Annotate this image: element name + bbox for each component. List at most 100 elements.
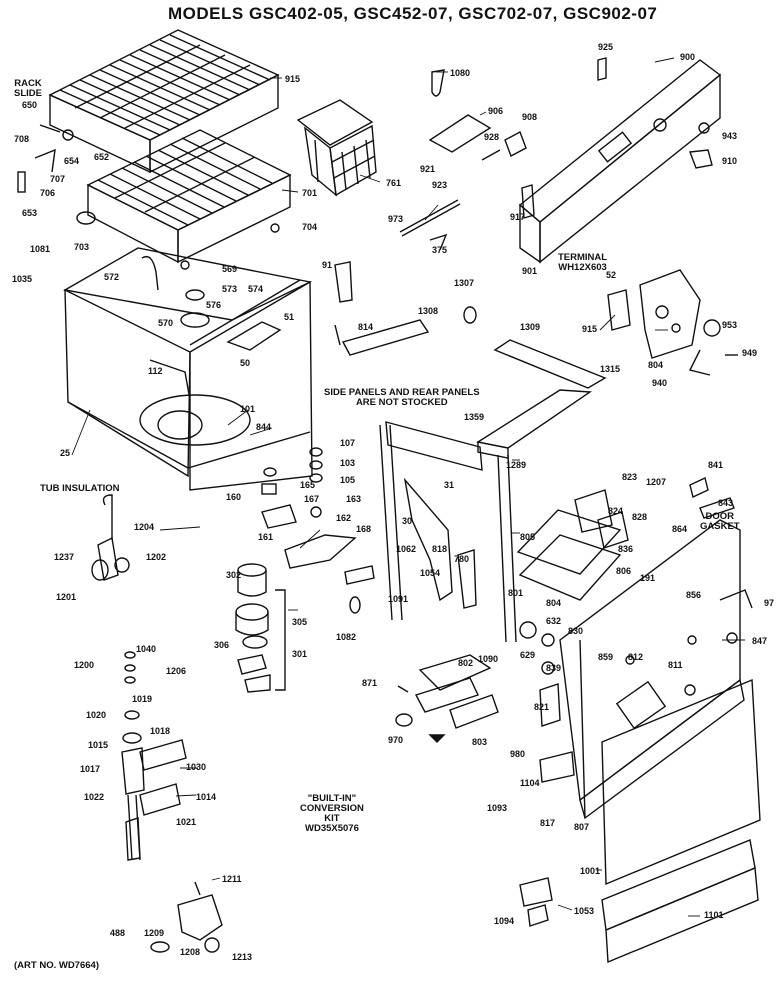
part-label-970: 970 xyxy=(388,735,403,745)
part-label-1054: 1054 xyxy=(420,568,440,578)
part-label-1315: 1315 xyxy=(600,364,620,374)
part-label-943: 943 xyxy=(722,131,737,141)
part-label-101: 101 xyxy=(240,404,255,414)
part-label-807: 807 xyxy=(574,822,589,832)
part-label-1081: 1081 xyxy=(30,244,50,254)
part-label-1309: 1309 xyxy=(520,322,540,332)
art-number: (ART NO. WD7664) xyxy=(14,960,99,971)
part-label-168: 168 xyxy=(356,524,371,534)
part-label-574: 574 xyxy=(248,284,263,294)
part-label-1080: 1080 xyxy=(450,68,470,78)
part-label-160: 160 xyxy=(226,492,241,502)
part-label-112: 112 xyxy=(148,366,163,376)
part-label-703: 703 xyxy=(74,242,89,252)
part-label-1211: 1211 xyxy=(222,874,242,884)
side-panels-note: SIDE PANELS AND REAR PANELS ARE NOT STOC… xyxy=(324,387,480,408)
part-label-836: 836 xyxy=(618,544,633,554)
part-label-1307: 1307 xyxy=(454,278,474,288)
part-label-856: 856 xyxy=(686,590,701,600)
part-label-488: 488 xyxy=(110,928,125,938)
part-label-828: 828 xyxy=(632,512,647,522)
control-panel-drawing xyxy=(428,57,722,264)
part-label-1015: 1015 xyxy=(88,740,108,750)
part-label-1308: 1308 xyxy=(418,306,438,316)
part-label-704: 704 xyxy=(302,222,317,232)
part-label-811: 811 xyxy=(668,660,683,670)
part-label-25: 25 xyxy=(60,448,70,458)
part-label-50: 50 xyxy=(240,358,250,368)
part-label-1207: 1207 xyxy=(646,477,666,487)
part-label-817: 817 xyxy=(540,818,555,828)
side-panels-drawing xyxy=(341,306,607,643)
part-label-1022: 1022 xyxy=(84,792,104,802)
part-label-915: 915 xyxy=(582,324,597,334)
part-label-301: 301 xyxy=(292,649,307,659)
fill-valve-parts-drawing xyxy=(91,494,223,953)
part-label-30: 30 xyxy=(402,516,412,526)
part-label-1030: 1030 xyxy=(186,762,206,772)
part-label-1359: 1359 xyxy=(464,412,484,422)
tub-insulation-note: TUB INSULATION xyxy=(40,483,120,494)
part-label-162: 162 xyxy=(336,513,351,523)
part-label-161: 161 xyxy=(258,532,273,542)
part-label-654: 654 xyxy=(64,156,79,166)
part-label-761: 761 xyxy=(386,178,401,188)
part-label-1035: 1035 xyxy=(12,274,32,284)
part-label-901: 901 xyxy=(522,266,537,276)
part-label-824: 824 xyxy=(608,506,623,516)
part-label-806: 806 xyxy=(616,566,631,576)
part-label-652: 652 xyxy=(94,152,109,162)
part-label-629: 629 xyxy=(520,650,535,660)
conversion-kit-note: "BUILT-IN" CONVERSION KIT WD35X5076 xyxy=(300,793,364,834)
part-label-302: 302 xyxy=(226,570,241,580)
part-label-305: 305 xyxy=(292,617,307,627)
part-label-804: 804 xyxy=(546,598,561,608)
part-label-780: 780 xyxy=(454,554,469,564)
part-label-570: 570 xyxy=(158,318,173,328)
part-label-823: 823 xyxy=(622,472,637,482)
part-label-841: 841 xyxy=(708,460,723,470)
part-label-928: 928 xyxy=(484,132,499,142)
part-label-1062: 1062 xyxy=(396,544,416,554)
part-label-632: 632 xyxy=(546,616,561,626)
part-label-814: 814 xyxy=(358,322,373,332)
part-label-1204: 1204 xyxy=(134,522,154,532)
part-label-52: 52 xyxy=(606,270,616,280)
part-label-1200: 1200 xyxy=(74,660,94,670)
part-label-1090: 1090 xyxy=(478,654,498,664)
conversion-kit-drawing xyxy=(395,654,499,743)
part-label-1213: 1213 xyxy=(232,952,252,962)
part-label-1018: 1018 xyxy=(150,726,170,736)
part-label-51: 51 xyxy=(284,312,294,322)
part-label-864: 864 xyxy=(672,524,687,534)
part-label-31: 31 xyxy=(444,480,454,490)
part-label-707: 707 xyxy=(50,174,65,184)
door-gasket-note: DOOR GASKET xyxy=(700,511,740,532)
part-label-805: 805 xyxy=(520,532,535,542)
part-label-1209: 1209 xyxy=(144,928,164,938)
leader-lines xyxy=(71,57,745,917)
part-label-859: 859 xyxy=(598,652,613,662)
part-label-1093: 1093 xyxy=(487,803,507,813)
rack-slide-parts-drawing xyxy=(17,124,96,225)
part-label-1289: 1289 xyxy=(506,460,526,470)
part-label-900: 900 xyxy=(680,52,695,62)
part-label-917: 917 xyxy=(510,212,525,222)
part-label-812: 812 xyxy=(628,652,643,662)
part-label-908: 908 xyxy=(522,112,537,122)
part-label-1082: 1082 xyxy=(336,632,356,642)
part-label-923: 923 xyxy=(432,180,447,190)
part-label-1019: 1019 xyxy=(132,694,152,704)
timer-terminal-drawing xyxy=(607,269,738,376)
part-label-804: 804 xyxy=(648,360,663,370)
part-label-910: 910 xyxy=(722,156,737,166)
part-label-1053: 1053 xyxy=(574,906,594,916)
tub-drawing xyxy=(62,247,313,491)
part-label-653: 653 xyxy=(22,208,37,218)
part-label-915: 915 xyxy=(285,74,300,84)
part-label-375: 375 xyxy=(432,245,447,255)
part-label-701: 701 xyxy=(302,188,317,198)
part-label-921: 921 xyxy=(420,164,435,174)
